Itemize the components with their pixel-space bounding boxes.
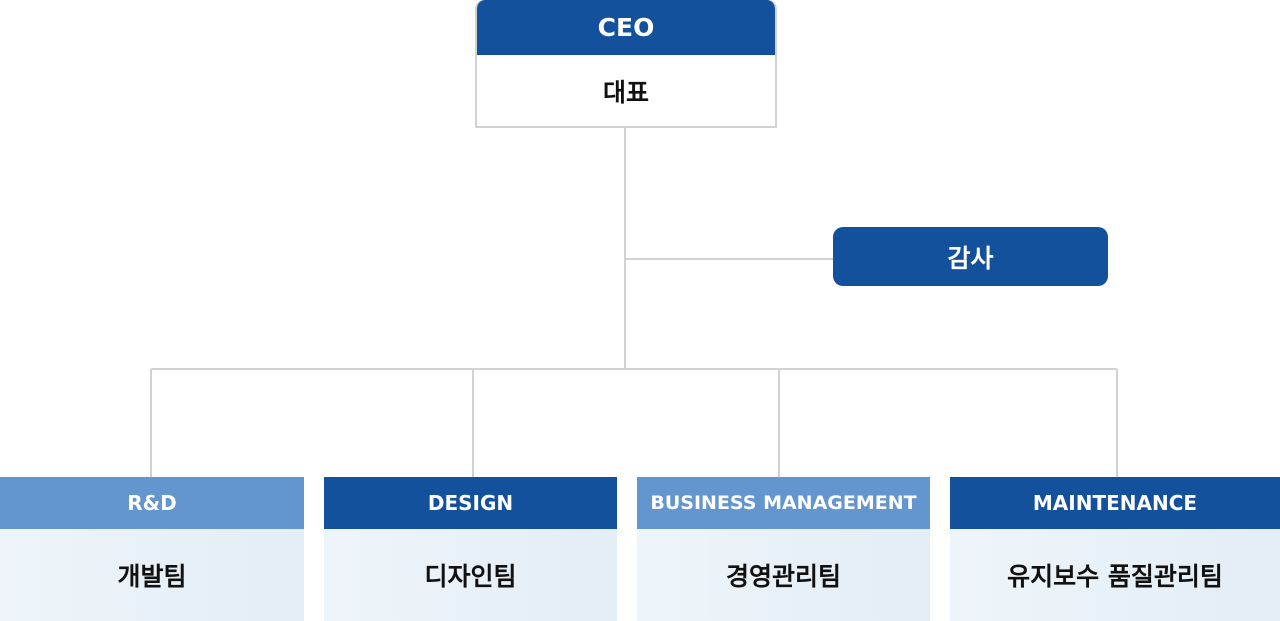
team-node-label: 경영관리팀	[637, 529, 930, 621]
team-node-design: DESIGN 디자인팀	[324, 477, 617, 621]
team-node-header: R&D	[0, 477, 304, 529]
team-node-label: 유지보수 품질관리팀	[950, 529, 1280, 621]
team-node-maintenance: MAINTENANCE 유지보수 품질관리팀	[950, 477, 1280, 621]
ceo-node-label: 대표	[602, 77, 649, 107]
team-node-header: BUSINESS MANAGEMENT	[637, 477, 930, 529]
team-node-header: MAINTENANCE	[950, 477, 1280, 529]
team-node-label: 개발팀	[0, 529, 304, 621]
team-node-header: DESIGN	[324, 477, 617, 529]
ceo-node-header: CEO	[477, 0, 775, 55]
audit-node: 감사	[833, 227, 1108, 286]
ceo-node: CEO 대표	[475, 0, 777, 128]
team-node-business: BUSINESS MANAGEMENT 경영관리팀	[637, 477, 930, 621]
team-node-rd: R&D 개발팀	[0, 477, 304, 621]
team-node-label: 디자인팀	[324, 529, 617, 621]
